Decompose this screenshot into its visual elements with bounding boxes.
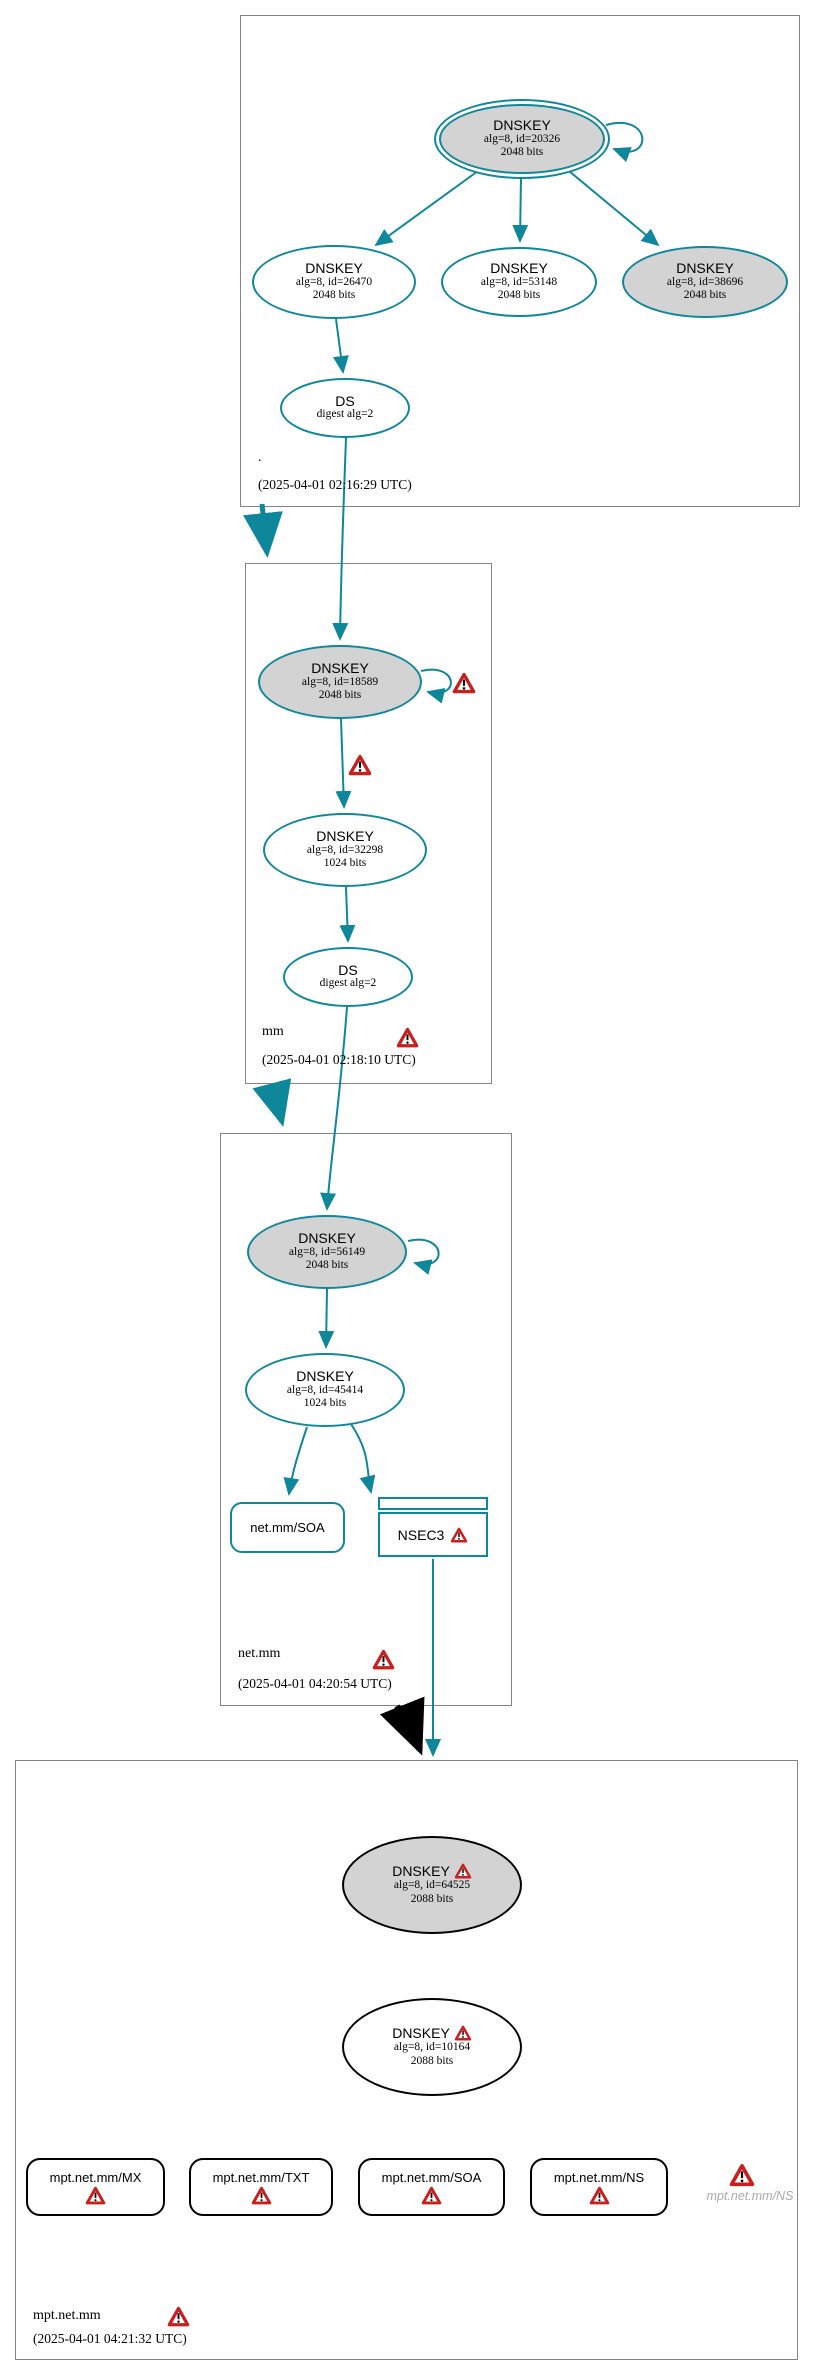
dnskey-alg-id: alg=8, id=56149 [288,1245,366,1258]
rrset-label: mpt.net.mm/SOA [381,2169,482,2185]
insecure-rrset-label: mpt.net.mm/NS [706,2189,794,2203]
dnskey-alg-id: alg=8, id=20326 [483,132,561,145]
zone-name-mptnetmm: mpt.net.mm [33,2308,101,2323]
zone-box-mm [245,563,492,1084]
dnskey-title: DNSKEY [490,259,548,276]
rrset-node-netmm-soa[interactable]: net.mm/SOA [230,1502,345,1553]
warning-icon-zone-mm[interactable] [396,1027,419,1048]
dnskey-bits: 2048 bits [683,289,727,302]
zone-name-root: . [258,450,262,465]
dnskey-alg-id: alg=8, id=18589 [301,675,379,688]
dnskey-node-ksk-56149[interactable]: DNSKEY alg=8, id=56149 2048 bits [247,1215,407,1289]
warning-icon-zone-netmm[interactable] [372,1649,395,1670]
ds-digest: digest alg=2 [319,977,377,990]
dnskey-node-zsk-53148[interactable]: DNSKEY alg=8, id=53148 2048 bits [441,247,597,317]
rrset-node-mpt-txt[interactable]: mpt.net.mm/TXT [189,2158,333,2216]
dnskey-bits: 2048 bits [318,689,362,702]
dnskey-bits: 2088 bits [410,1893,454,1905]
dnskey-alg-id: alg=8, id=45414 [286,1383,364,1396]
dnskey-title: DNSKEY [316,827,374,844]
dnskey-node-ksk-64525[interactable]: DNSKEY alg=8, id=64525 2088 bits [342,1836,522,1934]
dnskey-bits: 2048 bits [500,146,544,159]
warning-icon-rrset-soa [421,2186,442,2205]
dnskey-title: DNSKEY [392,2024,450,2041]
ds-node-mm[interactable]: DS digest alg=2 [283,947,413,1007]
edge-zone-netmm-mpt-bogus [379,1696,425,1756]
dnskey-bits: 2048 bits [497,289,541,302]
dnskey-title: DNSKEY [493,116,551,133]
ds-title: DS [338,961,358,978]
warning-icon-dnskey-64525 [454,1863,472,1879]
rrset-label: net.mm/SOA [250,1520,325,1535]
warning-icon-rrset-txt [251,2186,272,2205]
dnskey-alg-id: alg=8, id=53148 [480,275,558,288]
dnskey-node-zsk-10164[interactable]: DNSKEY alg=8, id=10164 2088 bits [342,1998,522,2096]
dnskey-bits: 2048 bits [305,1259,349,1272]
dnskey-node-ksk-38696[interactable]: DNSKEY alg=8, id=38696 2048 bits [622,246,788,318]
rrset-label: mpt.net.mm/NS [553,2169,645,2185]
nsec3-node[interactable]: NSEC3 [378,1512,488,1557]
warning-icon-rrset-ns [589,2186,610,2205]
zone-box-netmm [220,1133,512,1706]
nsec3-stack-bar [378,1497,488,1510]
rrset-node-mpt-mx[interactable]: mpt.net.mm/MX [26,2158,165,2216]
rrset-label: mpt.net.mm/TXT [212,2169,310,2185]
dnskey-alg-id: alg=8, id=38696 [666,275,744,288]
zone-timestamp-mm: (2025-04-01 02:18:10 UTC) [262,1052,416,1067]
edge-zone-mm-netmm [252,1078,292,1127]
dnskey-alg-id: alg=8, id=26470 [295,275,373,288]
dnskey-title: DNSKEY [305,259,363,276]
zone-timestamp-mptnetmm: (2025-04-01 04:21:32 UTC) [33,2331,187,2346]
dnskey-title: DNSKEY [298,1229,356,1246]
ds-node-root[interactable]: DS digest alg=2 [280,378,410,438]
zone-timestamp-root: (2025-04-01 02:16:29 UTC) [258,477,412,492]
dnskey-alg-id: alg=8, id=64525 [393,1879,471,1892]
dnskey-title: DNSKEY [311,659,369,676]
nsec3-label: NSEC3 [397,1526,445,1543]
warning-icon-nsec3 [450,1527,468,1543]
zone-name-netmm: net.mm [238,1646,281,1661]
warning-icon-edge-18589-32298[interactable] [348,754,372,776]
dnskey-node-zsk-32298[interactable]: DNSKEY alg=8, id=32298 1024 bits [263,813,427,887]
dnskey-bits: 1024 bits [303,1397,347,1410]
dnskey-node-ksk-18589[interactable]: DNSKEY alg=8, id=18589 2048 bits [258,645,422,719]
ds-digest: digest alg=2 [316,408,374,421]
warning-icon-dnskey-10164 [454,2025,472,2041]
rrset-node-mpt-ns[interactable]: mpt.net.mm/NS [530,2158,668,2216]
warning-icon-insecure-ns[interactable] [729,2163,755,2187]
zone-timestamp-netmm: (2025-04-01 04:20:54 UTC) [238,1676,392,1691]
zone-name-mm: mm [262,1024,284,1039]
dnskey-bits: 1024 bits [323,857,367,870]
rrset-label: mpt.net.mm/MX [49,2169,142,2185]
dnskey-node-ksk-20326[interactable]: DNSKEY alg=8, id=20326 2048 bits [434,99,610,179]
ds-title: DS [335,392,355,409]
dnskey-alg-id: alg=8, id=32298 [306,843,384,856]
rrset-node-mpt-soa[interactable]: mpt.net.mm/SOA [358,2158,505,2216]
zone-box-root [240,15,800,507]
warning-icon-selfloop-18589[interactable] [452,672,476,694]
dnskey-bits: 2088 bits [410,2055,454,2067]
zone-box-mptnetmm [15,1760,798,2360]
dnskey-alg-id: alg=8, id=10164 [393,2041,471,2054]
dnskey-title: DNSKEY [296,1367,354,1384]
dnskey-title: DNSKEY [392,1862,450,1879]
warning-icon-rrset-mx [85,2186,106,2205]
edge-zone-root-mm [243,503,283,558]
dnskey-node-zsk-26470[interactable]: DNSKEY alg=8, id=26470 2048 bits [252,245,416,319]
dnskey-bits: 2048 bits [312,289,356,302]
dnskey-title: DNSKEY [676,259,734,276]
warning-icon-zone-mptnetmm[interactable] [167,2306,190,2327]
dnskey-node-zsk-45414[interactable]: DNSKEY alg=8, id=45414 1024 bits [245,1353,405,1427]
